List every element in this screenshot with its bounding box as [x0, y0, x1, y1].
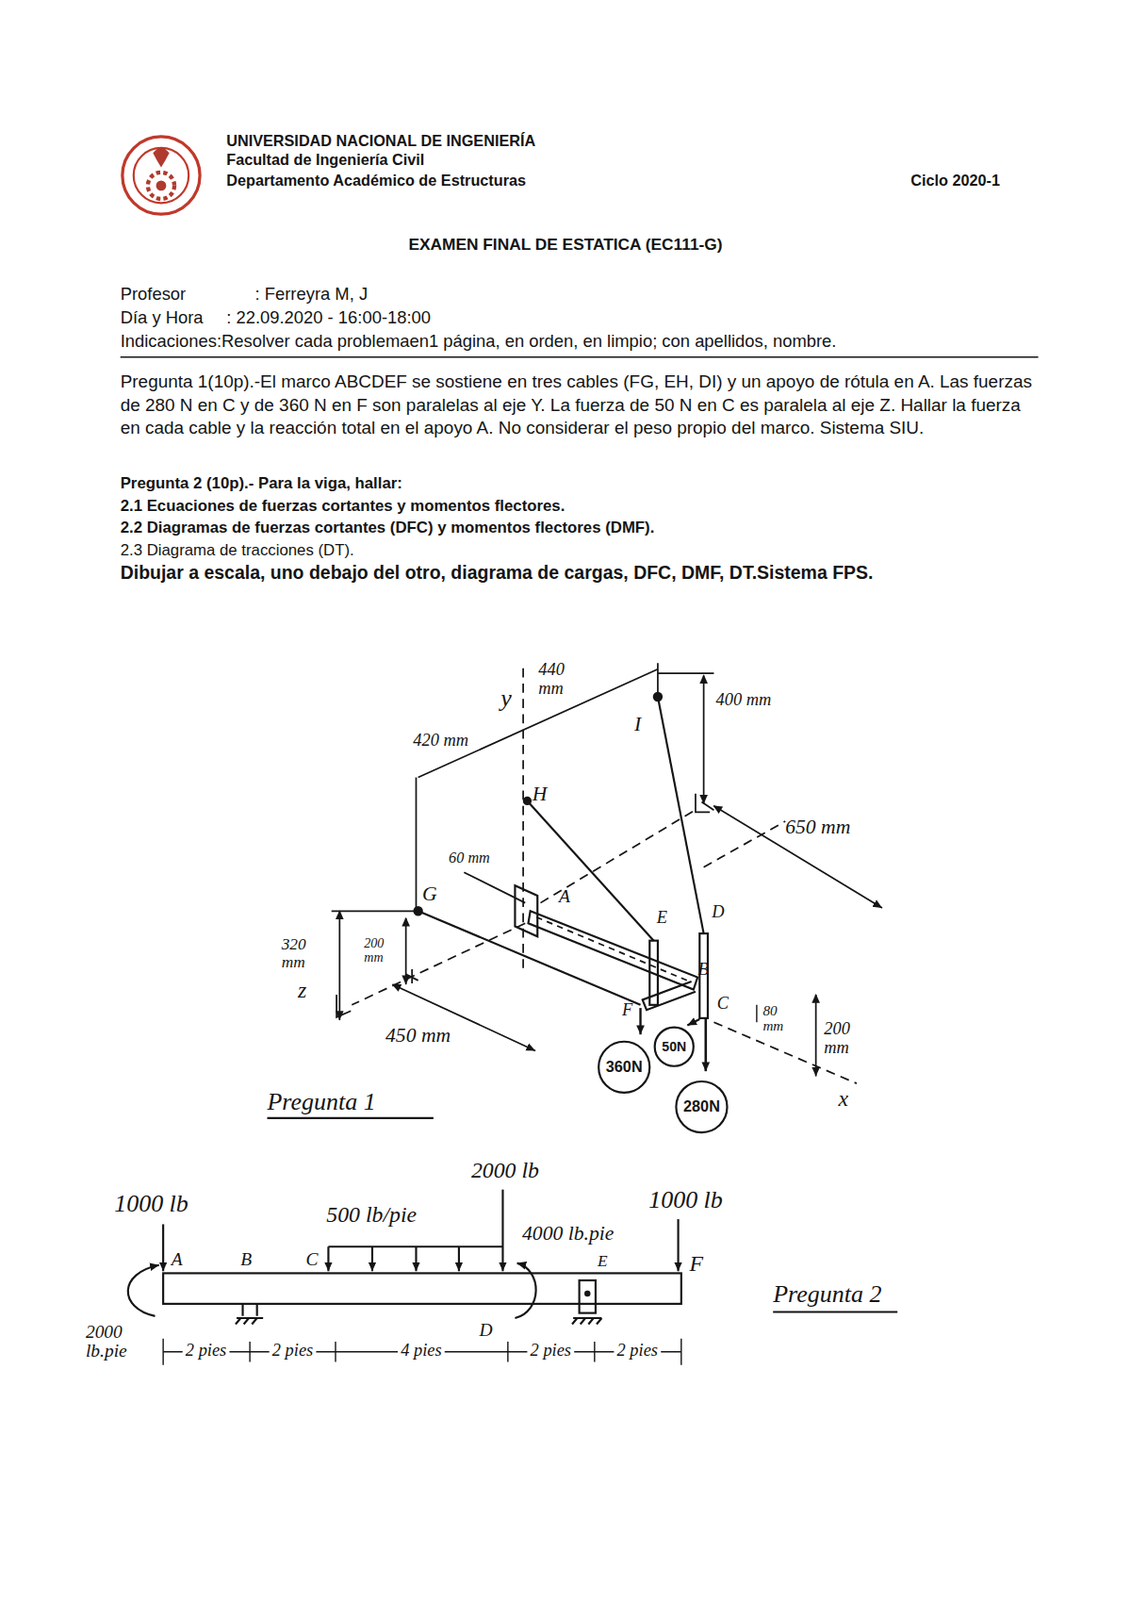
point-label: C [717, 993, 729, 1015]
dimension-label: 320 mm [281, 935, 323, 970]
force-circle: 50N [654, 1026, 695, 1067]
dimension-label: 60 mm [448, 848, 491, 867]
field-label: Profesor [120, 284, 187, 306]
force-circle: 360N [597, 1040, 651, 1094]
point-label: C [306, 1247, 319, 1270]
header-text: Ciclo 2020-1 [910, 171, 1000, 190]
dimension-label: 80 mm [762, 1003, 793, 1034]
instructions-text: Indicaciones:Resolver cada problemaen1 p… [120, 331, 837, 353]
question-text: Pregunta 2 (10p).- Para la viga, hallar: [120, 474, 403, 493]
question-text: 2.3 Diagrama de tracciones (DT). [120, 540, 355, 559]
exam-title: EXAMEN FINAL DE ESTATICA (EC111-G) [0, 234, 1131, 255]
point-label: A [558, 885, 571, 907]
header-text: Departamento Académico de Estructuras [226, 171, 526, 190]
field-value: : 22.09.2020 - 16:00-18:00 [226, 308, 431, 329]
axis-label: z [297, 977, 307, 1005]
load-label: 1000 lb [648, 1184, 723, 1214]
point-label: D [479, 1319, 493, 1342]
load-label: 1000 lb [114, 1189, 189, 1219]
beam-figure [128, 1189, 898, 1365]
point-label: B [240, 1247, 252, 1270]
axis-label: y [500, 683, 512, 713]
point-label: I [634, 710, 641, 736]
question-text: 2.2 Diagramas de fuerzas cortantes (DFC)… [120, 518, 656, 538]
axis-label: x [837, 1084, 849, 1113]
frame-figure [266, 662, 882, 1118]
question-text: Dibujar a escala, uno debajo del otro, d… [120, 561, 874, 584]
dimension-label: 450 mm [385, 1021, 451, 1047]
question-text: 2.1 Ecuaciones de fuerzas cortantes y mo… [120, 496, 566, 516]
point-label: A [171, 1247, 183, 1270]
point-label: E [597, 1250, 608, 1271]
load-label: 500 lb/pie [326, 1201, 417, 1230]
header-text: Facultad de Ingeniería Civil [226, 150, 425, 169]
dimension-label: 200 mm [363, 935, 397, 965]
point-label: G [422, 881, 438, 906]
point-label: F [622, 999, 633, 1020]
force-value: 50N [661, 1038, 687, 1054]
dimension-label: 2 pies [182, 1340, 230, 1361]
force-value: 360N [606, 1058, 643, 1076]
point-label: D [711, 901, 724, 923]
question-text: Pregunta 1(10p).-El marco ABCDEF se sost… [120, 370, 1039, 441]
point-label: F [688, 1250, 704, 1279]
moment-label: 2000 lb.pie [85, 1321, 151, 1361]
field-label: Día y Hora [120, 308, 204, 329]
point-label: B [697, 958, 709, 981]
dimension-label: 2 pies [526, 1340, 574, 1361]
dimension-label: 4 pies [397, 1340, 445, 1361]
dimension-label: 2 pies [613, 1340, 661, 1361]
field-value: : Ferreyra M, J [255, 284, 369, 306]
point-label: H [532, 781, 548, 806]
dimension-label: 420 mm [412, 730, 469, 752]
university-logo [122, 136, 200, 214]
figure-caption: Pregunta 2 [772, 1278, 882, 1309]
header-text: UNIVERSIDAD NACIONAL DE INGENIERÍA [226, 131, 536, 150]
dimension-label: 400 mm [716, 688, 772, 710]
point-label: E [656, 907, 668, 929]
force-circle: 280N [674, 1080, 728, 1133]
dimension-label: 650 mm [785, 813, 851, 838]
figure-caption: Pregunta 1 [266, 1086, 376, 1116]
load-label: 2000 lb [471, 1156, 540, 1184]
load-label: 4000 lb.pie [522, 1219, 614, 1245]
dimension-label: 440 mm [538, 660, 575, 698]
force-value: 280N [683, 1098, 721, 1115]
dimension-label: 2 pies [269, 1340, 317, 1361]
dimension-label: 200 mm [823, 1019, 865, 1057]
